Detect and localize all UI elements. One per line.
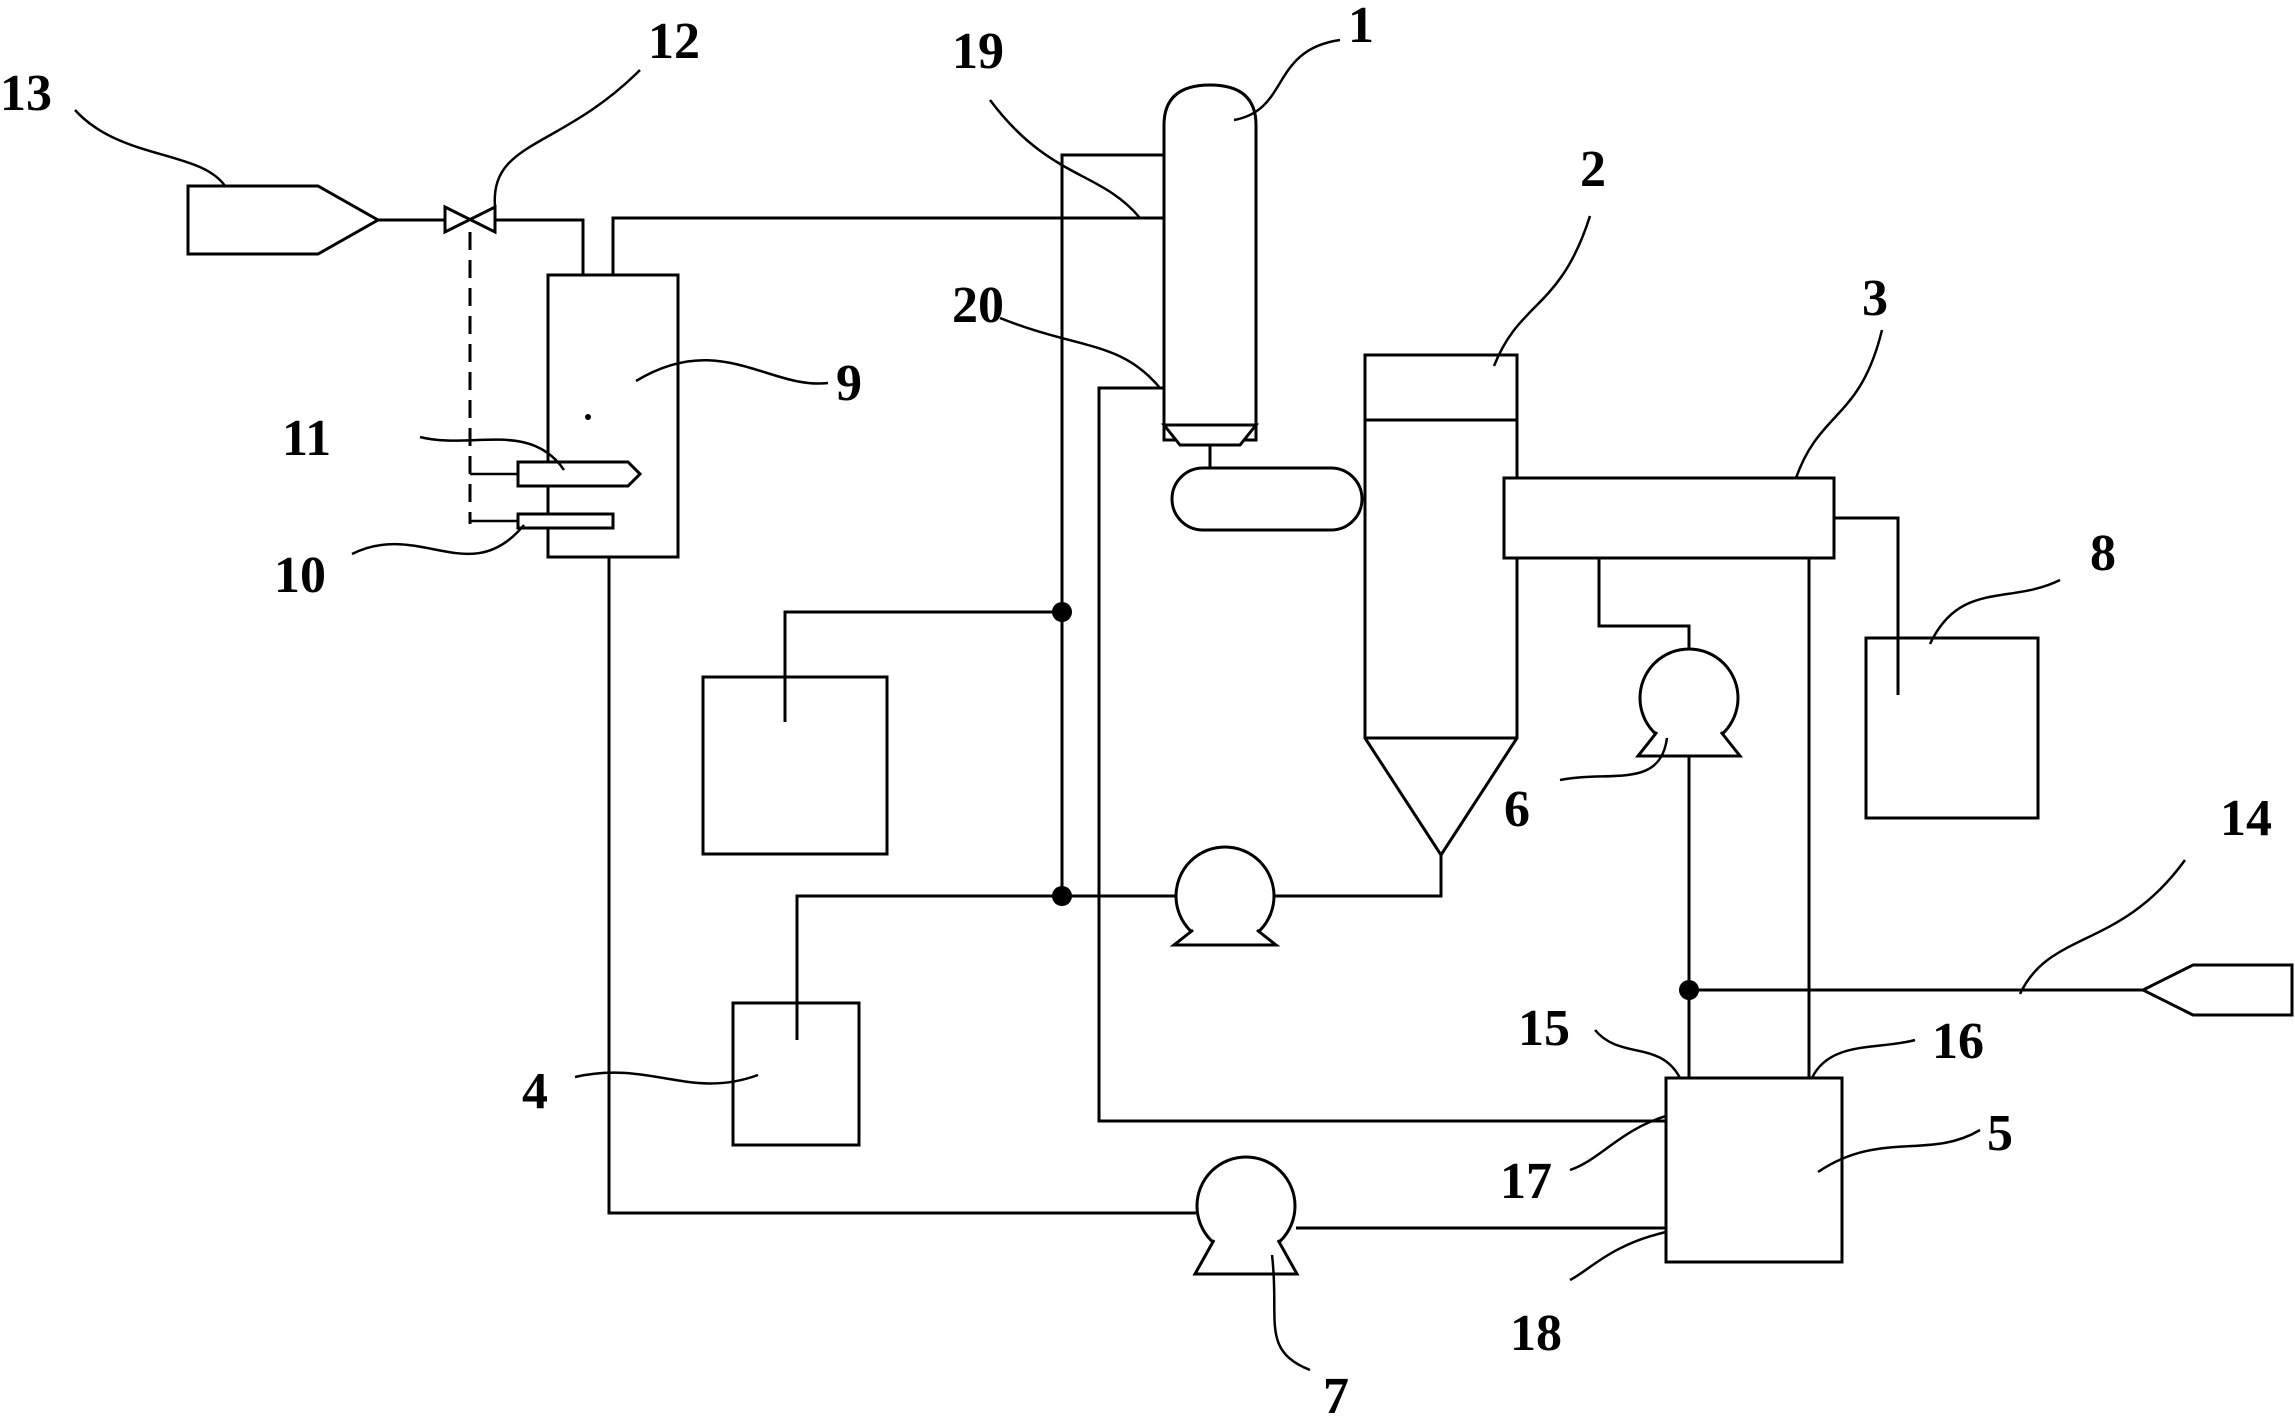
label-9: 9: [836, 355, 862, 412]
element-10: [516, 512, 615, 530]
label-2: 2: [1580, 141, 1606, 198]
element-11: [516, 460, 643, 488]
label-13: 13: [0, 65, 52, 122]
equipment-1-column: [1160, 83, 1260, 470]
equipment-2-vessel: [1363, 353, 1519, 858]
label-4: 4: [522, 1063, 548, 1120]
unlabeled-tank: [701, 675, 889, 856]
inlet-14: [2139, 963, 2294, 1017]
equipment-8-tank: [1864, 636, 2040, 820]
junction-dot: [1052, 886, 1072, 906]
tank-9-marker-dot: [585, 414, 591, 420]
label-17: 17: [1500, 1153, 1552, 1210]
label-12: 12: [648, 13, 700, 70]
control-lines: [468, 232, 518, 524]
label-10: 10: [274, 547, 326, 604]
equipment-5-vessel: [1664, 1076, 1844, 1264]
pump-unlabeled: [1169, 845, 1281, 947]
label-14: 14: [2220, 790, 2272, 847]
label-20: 20: [952, 277, 1004, 334]
label-19: 19: [952, 23, 1004, 80]
label-5: 5: [1987, 1105, 2013, 1162]
leader-lines: [74, 38, 2187, 1372]
equipment-9-tank: [546, 273, 680, 559]
label-8: 8: [2090, 525, 2116, 582]
valve-12: [443, 204, 497, 235]
inlet-13: [186, 184, 382, 256]
piping: [378, 153, 2143, 1230]
label-7: 7: [1323, 1368, 1349, 1419]
equipment-3-horizontal-vessel: [1502, 476, 1836, 560]
label-16: 16: [1932, 1013, 1984, 1070]
label-1: 1: [1348, 0, 1374, 54]
junction-dot: [1679, 980, 1699, 1000]
junction-dot: [1052, 602, 1072, 622]
label-15: 15: [1518, 1000, 1570, 1057]
equipment-1-horizontal-vessel: [1170, 466, 1364, 532]
pump-7: [1192, 1155, 1300, 1276]
label-11: 11: [282, 410, 331, 467]
label-6: 6: [1504, 781, 1530, 838]
label-3: 3: [1862, 270, 1888, 327]
label-18: 18: [1510, 1305, 1562, 1362]
pump-6: [1634, 647, 1744, 758]
